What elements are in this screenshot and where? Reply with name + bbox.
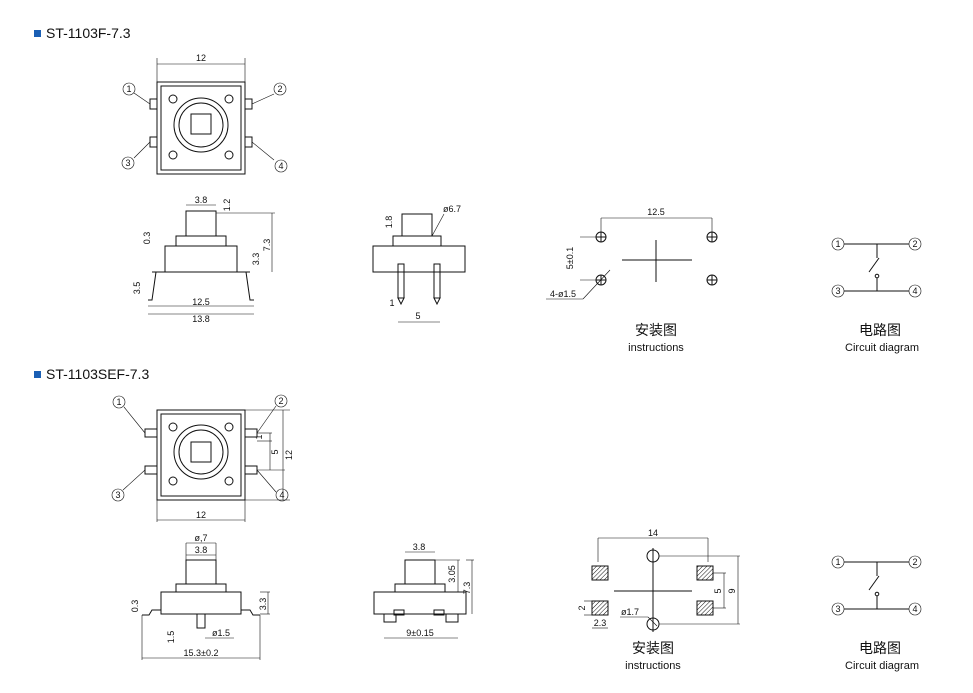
dim-label: 5 — [415, 311, 420, 321]
circuit-diagram-1: 1 2 3 4 电路图 Circuit diagram — [831, 237, 922, 354]
instructions-caption-zh: 安装图 — [632, 641, 674, 657]
instructions-2: 14 5 9 2 2.3 ø1.7 安装图 instructions — [577, 528, 740, 672]
pin-label: 1 — [126, 84, 131, 94]
dim-label: 5 — [270, 449, 280, 454]
dim-label: 13.8 — [192, 314, 210, 324]
pin-label: 4 — [279, 490, 284, 500]
dim-label: 3.3 — [258, 598, 268, 611]
dim-label: ø,7 — [194, 533, 207, 543]
pin-label: 3 — [835, 286, 840, 296]
dim-label: 1 — [389, 298, 394, 308]
pin-label: 1 — [835, 557, 840, 567]
section-title-1: ST-1103F-7.3 — [34, 25, 131, 41]
pin-label: 4 — [912, 604, 917, 614]
dim-label: 3.5 — [132, 282, 142, 295]
dim-label: 5±0.1 — [565, 247, 575, 269]
bullet-square-icon — [34, 370, 41, 378]
pin-label: 3 — [115, 490, 120, 500]
dim-label: 0.3 — [142, 232, 152, 245]
circuit-caption-en: Circuit diagram — [845, 342, 919, 354]
section-title-text: ST-1103F-7.3 — [46, 25, 131, 41]
dim-label: 3.8 — [195, 195, 208, 205]
dim-label: ø1.7 — [621, 607, 639, 617]
pin-label: 2 — [277, 84, 282, 94]
dim-label: 1.8 — [384, 216, 394, 229]
dim-label: 14 — [648, 528, 658, 538]
pin-label: 2 — [912, 239, 917, 249]
dim-label: 1.2 — [222, 199, 232, 212]
pin-label: 3 — [835, 604, 840, 614]
circuit-diagram-2: 1 2 3 4 电路图 Circuit diagram — [831, 555, 922, 672]
dim-label: 12 — [284, 450, 294, 460]
dim-label: 0.3 — [130, 600, 140, 613]
dim-width: 12 — [196, 510, 206, 520]
circuit-caption-zh: 电路图 — [859, 641, 901, 657]
side-view-2: ø,7 3.8 0.3 3.3 1.5 ø1.5 15.3±0.2 — [130, 533, 270, 660]
dim-width: 12 — [196, 53, 206, 63]
circuit-caption-en: Circuit diagram — [845, 660, 919, 672]
pin-label: 1 — [835, 239, 840, 249]
dim-label: 7.3 — [262, 239, 272, 252]
pin-label: 1 — [116, 397, 121, 407]
end-view-2: 3.8 3.05 7.3 9±0.15 — [373, 542, 474, 639]
dim-label: ø6.7 — [443, 204, 461, 214]
dim-label: 5 — [713, 588, 723, 593]
section-title-2: ST-1103SEF-7.3 — [34, 366, 149, 382]
circuit-caption-zh: 电路图 — [859, 323, 901, 339]
dim-label: 15.3±0.2 — [184, 648, 219, 658]
section-title-text: ST-1103SEF-7.3 — [46, 366, 150, 382]
side-view-1: 3.8 1.2 0.3 7.3 3.3 3.5 12.5 13.8 — [132, 195, 275, 324]
dim-label: 9±0.15 — [406, 628, 433, 638]
dim-label: 4-ø1.5 — [550, 289, 576, 299]
end-view-1: 1.8 ø6.7 1 5 — [372, 204, 466, 323]
dim-label: 2 — [577, 605, 587, 610]
instructions-caption-zh: 安装图 — [635, 323, 677, 339]
pin-label: 3 — [125, 158, 130, 168]
pin-label: 4 — [278, 161, 283, 171]
bullet-square-icon — [34, 29, 41, 37]
top-view-2: 1 2 3 4 1 5 12 12 — [111, 394, 294, 522]
dim-label: 9 — [727, 588, 737, 593]
dim-label: 3.3 — [251, 253, 261, 266]
instructions-caption-en: instructions — [628, 342, 684, 354]
dim-label: 1 — [254, 434, 264, 439]
instructions-1: 12.5 5±0.1 4-ø1.5 安装图 instructions — [546, 207, 718, 354]
instructions-caption-en: instructions — [625, 660, 681, 672]
dim-label: 3.05 — [447, 565, 457, 583]
pin-label: 2 — [278, 396, 283, 406]
dim-label: 12.5 — [647, 207, 665, 217]
dim-label: 12.5 — [192, 297, 210, 307]
dim-label: ø1.5 — [212, 628, 230, 638]
pin-label: 4 — [912, 286, 917, 296]
top-view-1: 12 1 2 3 4 — [121, 53, 288, 175]
pin-label: 2 — [912, 557, 917, 567]
dim-label: 1.5 — [166, 631, 176, 644]
dim-label: 7.3 — [462, 582, 472, 595]
dim-label: 2.3 — [594, 618, 607, 628]
dim-label: 3.8 — [413, 542, 426, 552]
dim-label: 3.8 — [195, 545, 208, 555]
